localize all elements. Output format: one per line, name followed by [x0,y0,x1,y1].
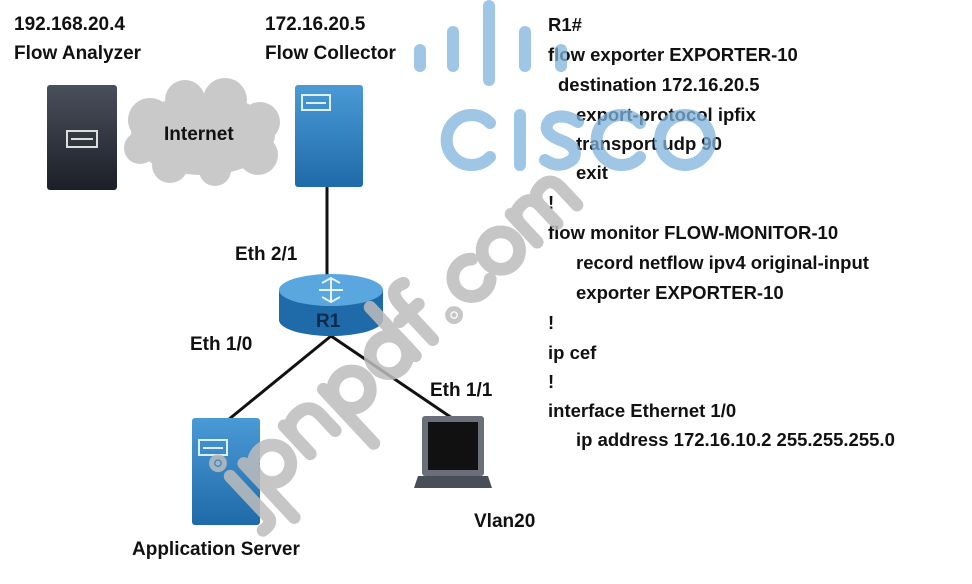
eth11-label: Eth 1/1 [430,380,493,401]
flow-analyzer-server-icon [47,85,117,190]
eth10-label: Eth 1/0 [190,334,253,355]
router-label: R1 [316,311,341,332]
config-line: exporter EXPORTER-10 [576,282,784,303]
config-line: ! [548,312,555,333]
vlan20-label: Vlan20 [474,511,536,532]
config-line: ip cef [548,342,597,363]
eth21-label: Eth 2/1 [235,244,298,265]
link-r1-laptop [330,334,453,420]
internet-label: Internet [164,124,234,145]
config-line: ! [548,192,555,213]
config-line: ip address 172.16.10.2 255.255.255.0 [576,429,895,450]
config-line: R1# [548,14,582,35]
config-line: flow monitor FLOW-MONITOR-10 [548,222,839,243]
analyzer-name-label: Flow Analyzer [14,43,142,64]
config-line: flow exporter EXPORTER-10 [548,44,798,65]
collector-name-label: Flow Collector [265,43,396,64]
application-server-icon [192,418,260,525]
app-server-label: Application Server [132,539,300,560]
config-line: transport udp 90 [576,133,722,154]
config-line: destination 172.16.20.5 [558,74,760,95]
config-line: export-protocol ipfix [576,104,756,125]
config-line: interface Ethernet 1/0 [548,400,737,421]
laptop-icon [414,416,492,488]
config-line: exit [576,162,608,183]
link-r1-appserver [227,334,332,422]
analyzer-ip-label: 192.168.20.4 [14,14,125,35]
config-line: record netflow ipv4 original-input [576,252,869,273]
internet-cloud-icon [124,78,280,186]
collector-ip-label: 172.16.20.5 [265,14,366,35]
config-line: ! [548,371,555,392]
flow-collector-server-icon [295,85,363,187]
